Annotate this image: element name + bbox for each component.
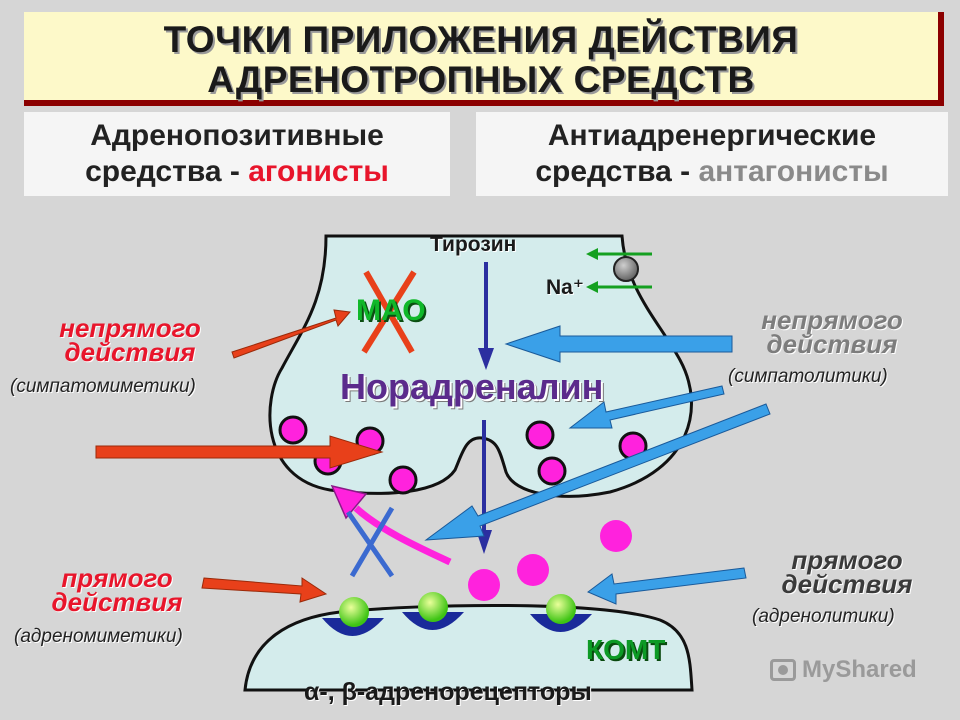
receptor-2 (402, 592, 464, 630)
agonists-class-line1: Адренопозитивные (90, 119, 384, 152)
agonist-indirect-line2: действия (64, 337, 196, 367)
na-pump (613, 256, 639, 282)
agonists-class-line2: средства - агонисты (24, 154, 450, 190)
agonists-class-highlight: агонисты (248, 155, 389, 188)
receptors-prefix: α-, β (304, 678, 357, 706)
receptor-3 (530, 594, 592, 632)
agonist-direct-line2: действия (51, 587, 183, 617)
agonists-class-prefix: средства - (85, 155, 249, 188)
agonist-direct-sub: (адреномиметики) (14, 626, 183, 647)
antagonist-direct-line2: действия (781, 569, 913, 599)
agonist-direct-arrow (201, 577, 328, 603)
agonist-indirect-arrow-mao (231, 309, 351, 359)
title-line-1: ТОЧКИ ПРИЛОЖЕНИЯ ДЕЙСТВИЯ (163, 19, 799, 60)
tyrosine-label: Тирозин (430, 233, 517, 256)
antagonists-class-highlight: антагонисты (698, 155, 889, 188)
agonist-indirect-line1: непрямого (59, 313, 201, 343)
receptor-1 (322, 597, 384, 636)
antagonist-indirect-arrow-reuptake (424, 403, 771, 541)
vesicle (537, 456, 567, 486)
antagonist-indirect-arrow-synthesis (504, 325, 733, 363)
mao-label: МАО (356, 294, 426, 327)
antagonist-direct-arrow (587, 567, 747, 605)
antagonist-indirect-sub: (симпатолитики) (728, 366, 888, 387)
antagonist-indirect-arrow-vesicle (568, 385, 725, 429)
title-line-2: АДРЕНОТРОПНЫХ СРЕДСТВ (207, 59, 755, 100)
agonist-direct-line1: прямого (61, 563, 173, 593)
agonist-indirect-arrow-release (95, 435, 384, 469)
receptors-label: α-, β-адренорецепторы (304, 678, 592, 707)
agonists-class-box: Адренопозитивные средства - агонисты (24, 112, 450, 196)
noradrenaline-label: Норадреналин (340, 366, 604, 407)
antagonist-indirect-label: непрямого действия (732, 305, 932, 359)
antagonist-direct-line1: прямого (791, 545, 903, 575)
antagonists-class-line2: средства - антагонисты (476, 154, 948, 190)
released-mediator (468, 569, 500, 601)
agonist-direct-label: прямого действия (22, 563, 212, 617)
antagonist-direct-label: прямого действия (752, 545, 942, 599)
released-mediator (517, 554, 549, 586)
sodium-label: Na⁺ (546, 276, 584, 299)
watermark: MyShared (770, 656, 917, 684)
released-mediator (600, 520, 632, 552)
vesicle (278, 415, 308, 445)
reuptake-arrow (353, 505, 452, 566)
antagonist-direct-sub: (адренолитики) (752, 606, 895, 627)
receptors-text: -адренорецепторы (356, 678, 592, 706)
komt-label: КОМТ (586, 634, 666, 665)
antagonists-class-box: Антиадренергические средства - антагонис… (476, 112, 948, 196)
antagonists-class-prefix: средства - (535, 155, 699, 188)
agonist-indirect-label: непрямого действия (30, 313, 230, 367)
antagonist-indirect-line2: действия (766, 329, 898, 359)
vesicle (388, 465, 418, 495)
watermark-icon (770, 659, 796, 681)
watermark-text: MyShared (802, 656, 917, 683)
vesicle (525, 420, 555, 450)
agonist-indirect-sub: (симпатомиметики) (10, 376, 196, 397)
title-banner: ТОЧКИ ПРИЛОЖЕНИЯ ДЕЙСТВИЯ АДРЕНОТРОПНЫХ … (24, 12, 944, 106)
antagonists-class-line1: Антиадренергические (547, 119, 877, 152)
antagonist-indirect-line1: непрямого (761, 305, 903, 335)
